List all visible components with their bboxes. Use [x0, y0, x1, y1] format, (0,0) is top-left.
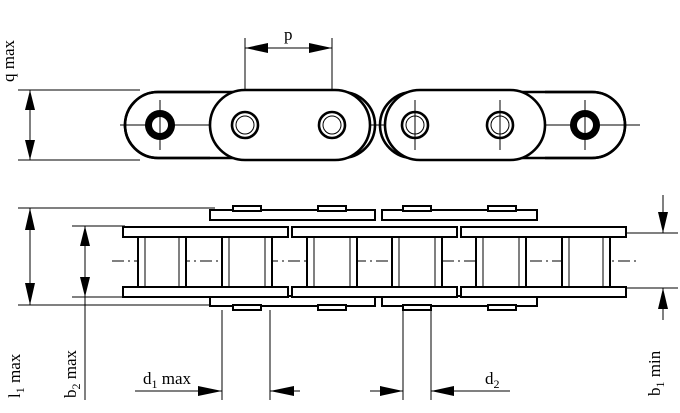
pin-head-top-3 [402, 205, 432, 212]
q-arrow-top [25, 90, 35, 110]
pin-head-bottom-3 [402, 304, 432, 311]
l1-suffix: max [5, 353, 24, 387]
pin-head-top-4 [487, 205, 517, 212]
b1-arrow-top [658, 212, 668, 233]
b1-arrow-bottom [658, 288, 668, 309]
outer-plate-bottom-2 [381, 295, 538, 307]
b2-subscript: 2 [69, 384, 83, 390]
p-arrow-left [245, 43, 268, 53]
inner-plate-bottom-3 [460, 286, 627, 298]
link-plate-4-end [545, 90, 627, 160]
l1-arrow-top [25, 208, 35, 230]
link-plate-1-end [123, 90, 210, 160]
side-view: l1 max b2 max b1 min d1 max d2 [5, 195, 678, 400]
inner-plate-top-2 [291, 226, 458, 238]
q-arrow-bottom [25, 140, 35, 160]
l1-max-label: l1 max [5, 353, 27, 398]
roller-2 [221, 236, 273, 288]
pin-head-top-1 [232, 205, 262, 212]
l1-arrow-bottom [25, 283, 35, 305]
pin-head-bottom-4 [487, 304, 517, 311]
b2-suffix: max [61, 349, 80, 383]
d1-max-label: d1 max [143, 369, 192, 391]
b2-max-label: b2 max [61, 349, 83, 398]
d2-subscript: 2 [494, 377, 500, 391]
link-plate-2 [208, 88, 372, 162]
pin-ring-3 [317, 110, 347, 140]
b2-arrow-top [80, 226, 90, 246]
d2-arrow-left [380, 386, 403, 396]
roller-4 [391, 236, 443, 288]
outer-plate-top-1 [209, 209, 376, 221]
pin-head-top-2 [317, 205, 347, 212]
pitch-label: p [284, 25, 293, 44]
roller-5 [475, 236, 527, 288]
b1-suffix: min [645, 350, 664, 381]
roller-6 [561, 236, 611, 288]
top-view: p q max [0, 25, 640, 162]
inner-plate-top-3 [460, 226, 627, 238]
roller-1 [137, 236, 187, 288]
d1-suffix: max [158, 369, 192, 388]
b1-letter: b [645, 388, 664, 397]
b2-letter: b [61, 390, 80, 399]
p-arrow-right [309, 43, 332, 53]
svg-text:b1 min: b1 min [645, 350, 667, 396]
b1-min-label: b1 min [645, 350, 667, 396]
inner-plate-bottom-2 [291, 286, 458, 298]
d1-arrow-left [198, 386, 222, 396]
roller-3 [306, 236, 358, 288]
inner-plate-bottom-1 [122, 286, 289, 298]
d2-arrow-right [431, 386, 454, 396]
pin-hole-3 [322, 115, 342, 135]
b2-arrow-bottom [80, 277, 90, 297]
link-plate-3 [383, 88, 547, 162]
b1-subscript: 1 [653, 382, 667, 388]
d1-subscript: 1 [152, 377, 158, 391]
svg-text:b2 max: b2 max [61, 349, 83, 398]
d1-letter: d [143, 369, 152, 388]
svg-text:l1 max: l1 max [5, 353, 27, 398]
l1-subscript: 1 [13, 387, 27, 393]
pin-hole-2 [235, 115, 255, 135]
inner-plate-top-1 [122, 226, 289, 238]
pin-head-bottom-1 [232, 304, 262, 311]
l1-letter: l [5, 393, 24, 398]
outer-plate-top-2 [381, 209, 538, 221]
q-max-label: q max [0, 39, 18, 82]
pin-ring-2 [230, 110, 260, 140]
d2-label: d2 [485, 369, 500, 391]
d1-arrow-right [270, 386, 294, 396]
d2-letter: d [485, 369, 494, 388]
pin-head-bottom-2 [317, 304, 347, 311]
